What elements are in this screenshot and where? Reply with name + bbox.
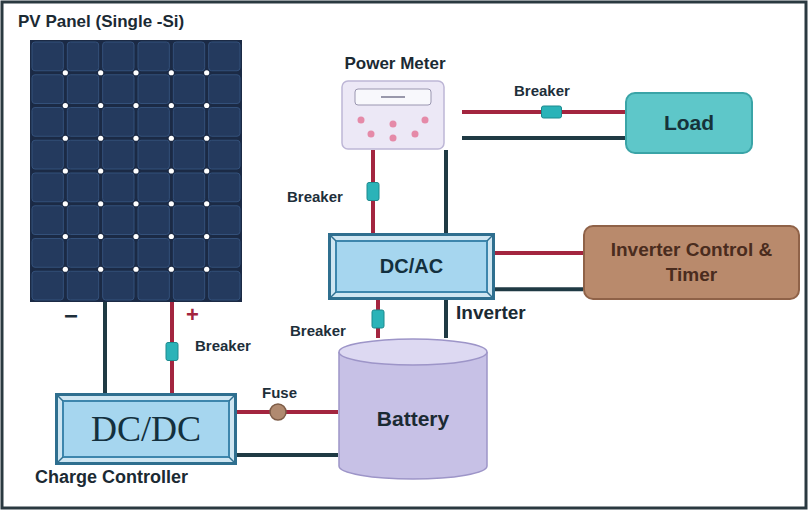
pv-panel: PV Panel (Single -Si) xyxy=(18,12,246,302)
control-box: Inverter Control & Timer xyxy=(583,225,800,300)
box-label: DC/AC xyxy=(380,255,443,278)
inverter-box: DC/ACInverter xyxy=(328,233,495,300)
box-caption: Charge Controller xyxy=(35,467,188,488)
wire-pair xyxy=(372,300,446,338)
fuse-label: Fuse xyxy=(262,384,297,401)
box-label: DC/DC xyxy=(91,408,201,450)
battery-cylinder: Battery xyxy=(338,338,488,480)
wire-pair xyxy=(237,404,338,455)
meter-heading: Power Meter xyxy=(328,54,462,74)
power-meter: Power Meter xyxy=(328,54,462,150)
load-box: Load xyxy=(625,92,753,154)
wire-pair xyxy=(367,150,446,233)
wire-pair xyxy=(105,302,178,393)
box-caption: Inverter xyxy=(456,302,526,324)
breaker-label: Breaker xyxy=(195,337,251,354)
panel-heading: PV Panel (Single -Si) xyxy=(18,12,184,32)
solar-cell-grid xyxy=(30,40,242,302)
breaker-label: Breaker xyxy=(287,188,343,205)
polarity-mark: + xyxy=(186,302,199,328)
polarity-mark: − xyxy=(64,302,78,330)
control-label: Inverter Control & Timer xyxy=(595,238,788,287)
breaker-label: Breaker xyxy=(514,82,570,99)
charge-controller-box: DC/DCCharge Controller xyxy=(55,393,237,465)
wire-pair xyxy=(462,106,625,138)
battery-label: Battery xyxy=(377,407,449,431)
load-label: Load xyxy=(664,111,714,135)
breaker-label: Breaker xyxy=(290,322,346,339)
wire-pair xyxy=(495,253,583,289)
meter-body xyxy=(341,80,445,150)
